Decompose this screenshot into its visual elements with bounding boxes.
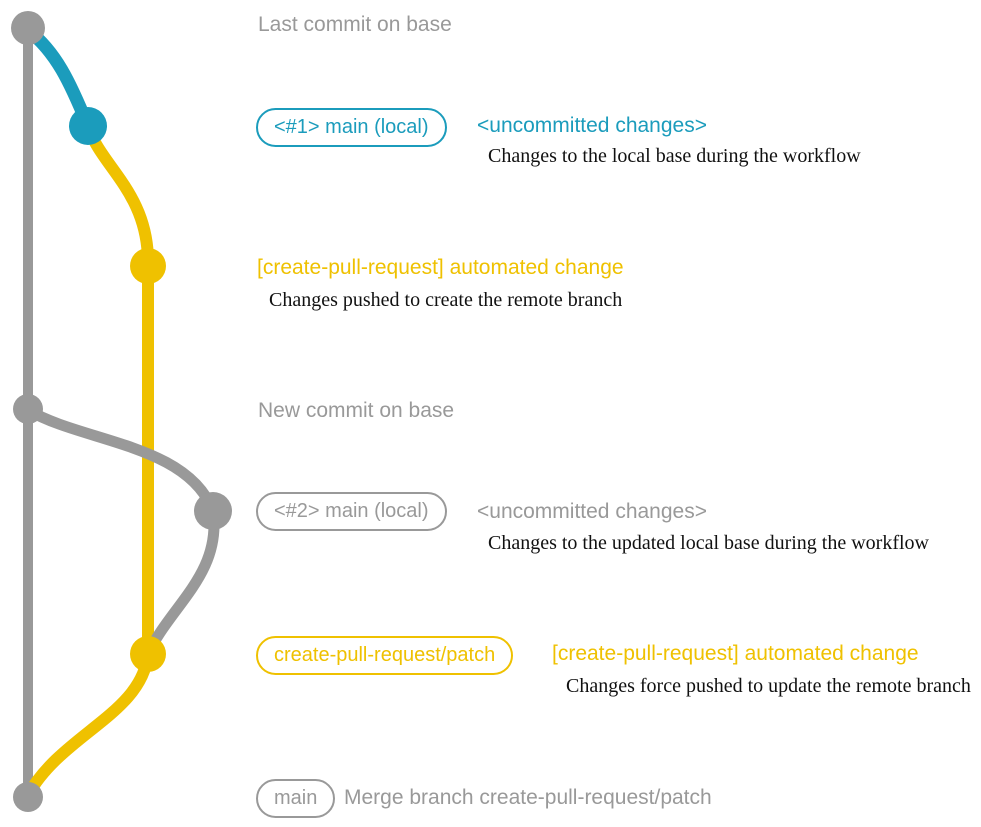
uncommitted-changes-1-title: <uncommitted changes> bbox=[477, 114, 707, 137]
automated-change-1-desc: Changes pushed to create the remote bran… bbox=[269, 289, 623, 311]
create-pull-request-patch-branch-line bbox=[22, 120, 154, 801]
updated-local-main-branch-line bbox=[22, 404, 219, 517]
commit-node-automated-change-2 bbox=[130, 636, 166, 672]
branch-badge-main-label: main bbox=[274, 787, 318, 809]
branch-badge-create-pull-request-patch: create-pull-request/patch bbox=[256, 636, 514, 675]
new-commit-on-base-label: New commit on base bbox=[258, 399, 455, 422]
automated-change-2-desc: Changes force pushed to update the remot… bbox=[566, 675, 971, 697]
branch-badge-create-pull-request-patch-label: create-pull-request/patch bbox=[274, 644, 496, 666]
branch-badge-main: main bbox=[256, 779, 336, 818]
branch-badge-main-local-2: <#2> main (local) bbox=[256, 492, 447, 531]
last-commit-on-base-label: Last commit on base bbox=[258, 13, 452, 36]
automated-change-2-title: [create-pull-request] automated change bbox=[552, 642, 919, 665]
commit-node-automated-change-1 bbox=[130, 248, 166, 284]
merge-commit-message: Merge branch create-pull-request/patch bbox=[344, 786, 712, 809]
branch-badge-main-local-2-label: <#2> main (local) bbox=[274, 500, 429, 522]
branch-badge-main-local-1: <#1> main (local) bbox=[256, 108, 447, 147]
commit-node-last-commit-on-base bbox=[11, 11, 45, 45]
uncommitted-changes-2-title: <uncommitted changes> bbox=[477, 500, 707, 523]
uncommitted-changes-1-desc: Changes to the local base during the wor… bbox=[488, 145, 861, 167]
uncommitted-changes-2-desc: Changes to the updated local base during… bbox=[488, 532, 929, 554]
commit-node-new-commit-on-base bbox=[13, 394, 43, 424]
commit-node-merge bbox=[13, 782, 43, 812]
commit-node-uncommitted-2 bbox=[194, 492, 232, 530]
commit-node-uncommitted-1 bbox=[69, 107, 107, 145]
branch-badge-main-local-1-label: <#1> main (local) bbox=[274, 116, 429, 138]
rebase-merge-line bbox=[142, 505, 220, 660]
automated-change-1-title: [create-pull-request] automated change bbox=[257, 256, 624, 279]
